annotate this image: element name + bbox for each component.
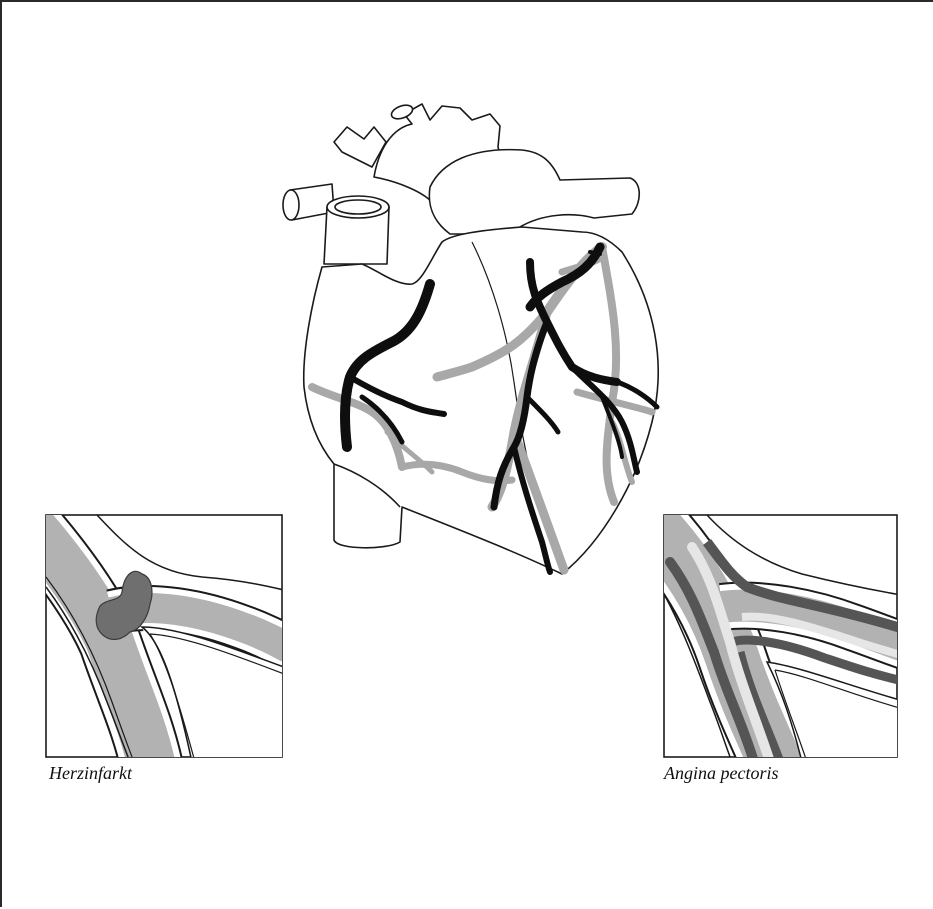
pulmonary-vein-opening — [283, 190, 299, 220]
angina-caption: Angina pectoris — [664, 763, 779, 784]
infarction-panel — [32, 515, 292, 767]
infarction-caption: Herzinfarkt — [49, 763, 132, 784]
heart-icon — [283, 103, 658, 574]
angina-panel — [652, 515, 907, 767]
pulmonary-trunk — [429, 150, 639, 234]
